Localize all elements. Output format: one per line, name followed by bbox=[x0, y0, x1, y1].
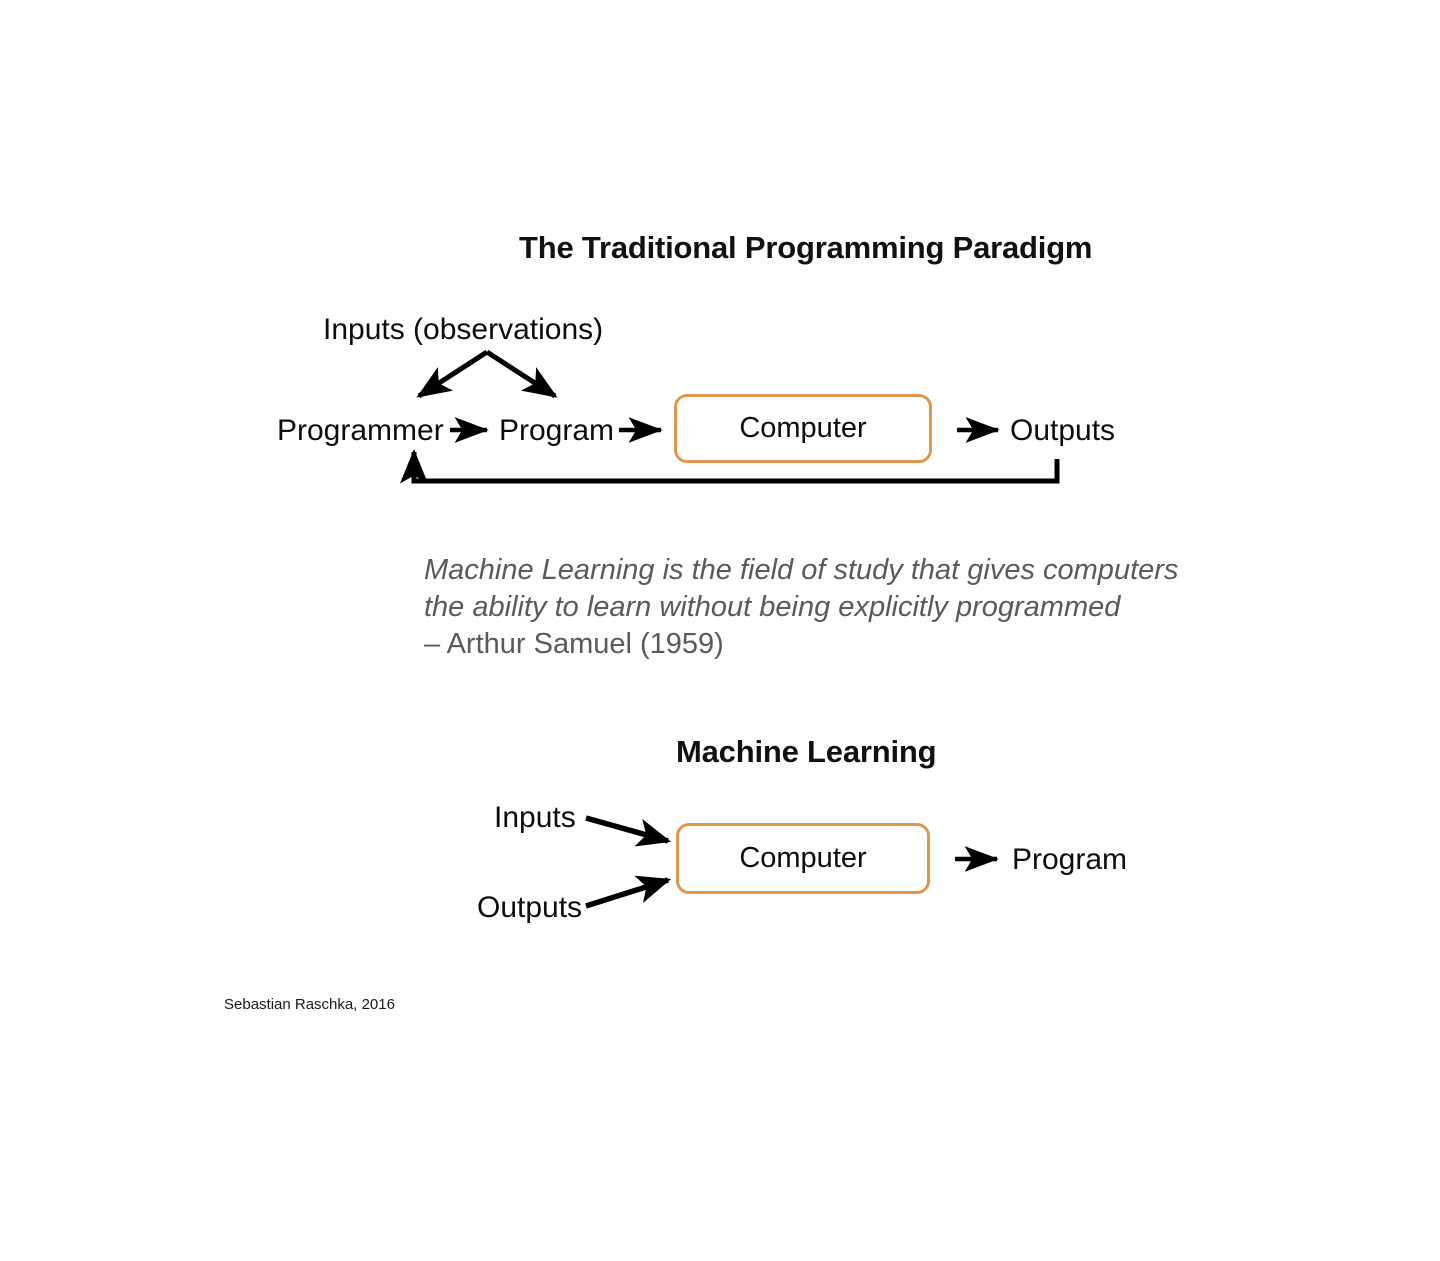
arrow-ml-inputs-to-computer bbox=[585, 815, 672, 847]
traditional-computer-label: Computer bbox=[739, 412, 867, 444]
footer-credit: Sebastian Raschka, 2016 bbox=[224, 996, 395, 1013]
arrow-inputs-to-programmer bbox=[416, 349, 489, 399]
quote-attribution: – Arthur Samuel (1959) bbox=[424, 628, 724, 660]
quote-line-1: Machine Learning is the field of study t… bbox=[424, 554, 1179, 586]
machine-learning-title: Machine Learning bbox=[676, 734, 937, 769]
traditional-outputs-label: Outputs bbox=[1010, 414, 1116, 447]
ml-inputs-label: Inputs bbox=[494, 801, 576, 834]
ml-outputs-label: Outputs bbox=[477, 891, 583, 924]
traditional-inputs-label: Inputs (observations) bbox=[323, 313, 604, 346]
traditional-program-label: Program bbox=[499, 414, 615, 447]
ml-computer-label: Computer bbox=[739, 842, 867, 874]
ml-program-label: Program bbox=[1012, 843, 1128, 876]
arrow-ml-outputs-to-computer bbox=[585, 875, 672, 909]
traditional-paradigm-title: The Traditional Programming Paradigm bbox=[519, 230, 1093, 265]
traditional-computer-box: Computer bbox=[674, 394, 932, 463]
arthur-samuel-quote: Machine Learning is the field of study t… bbox=[424, 552, 1184, 663]
quote-line-2: the ability to learn without being expli… bbox=[424, 591, 1121, 623]
ml-computer-box: Computer bbox=[676, 823, 930, 894]
traditional-programmer-label: Programmer bbox=[277, 414, 444, 447]
arrow-inputs-to-program bbox=[485, 349, 558, 399]
